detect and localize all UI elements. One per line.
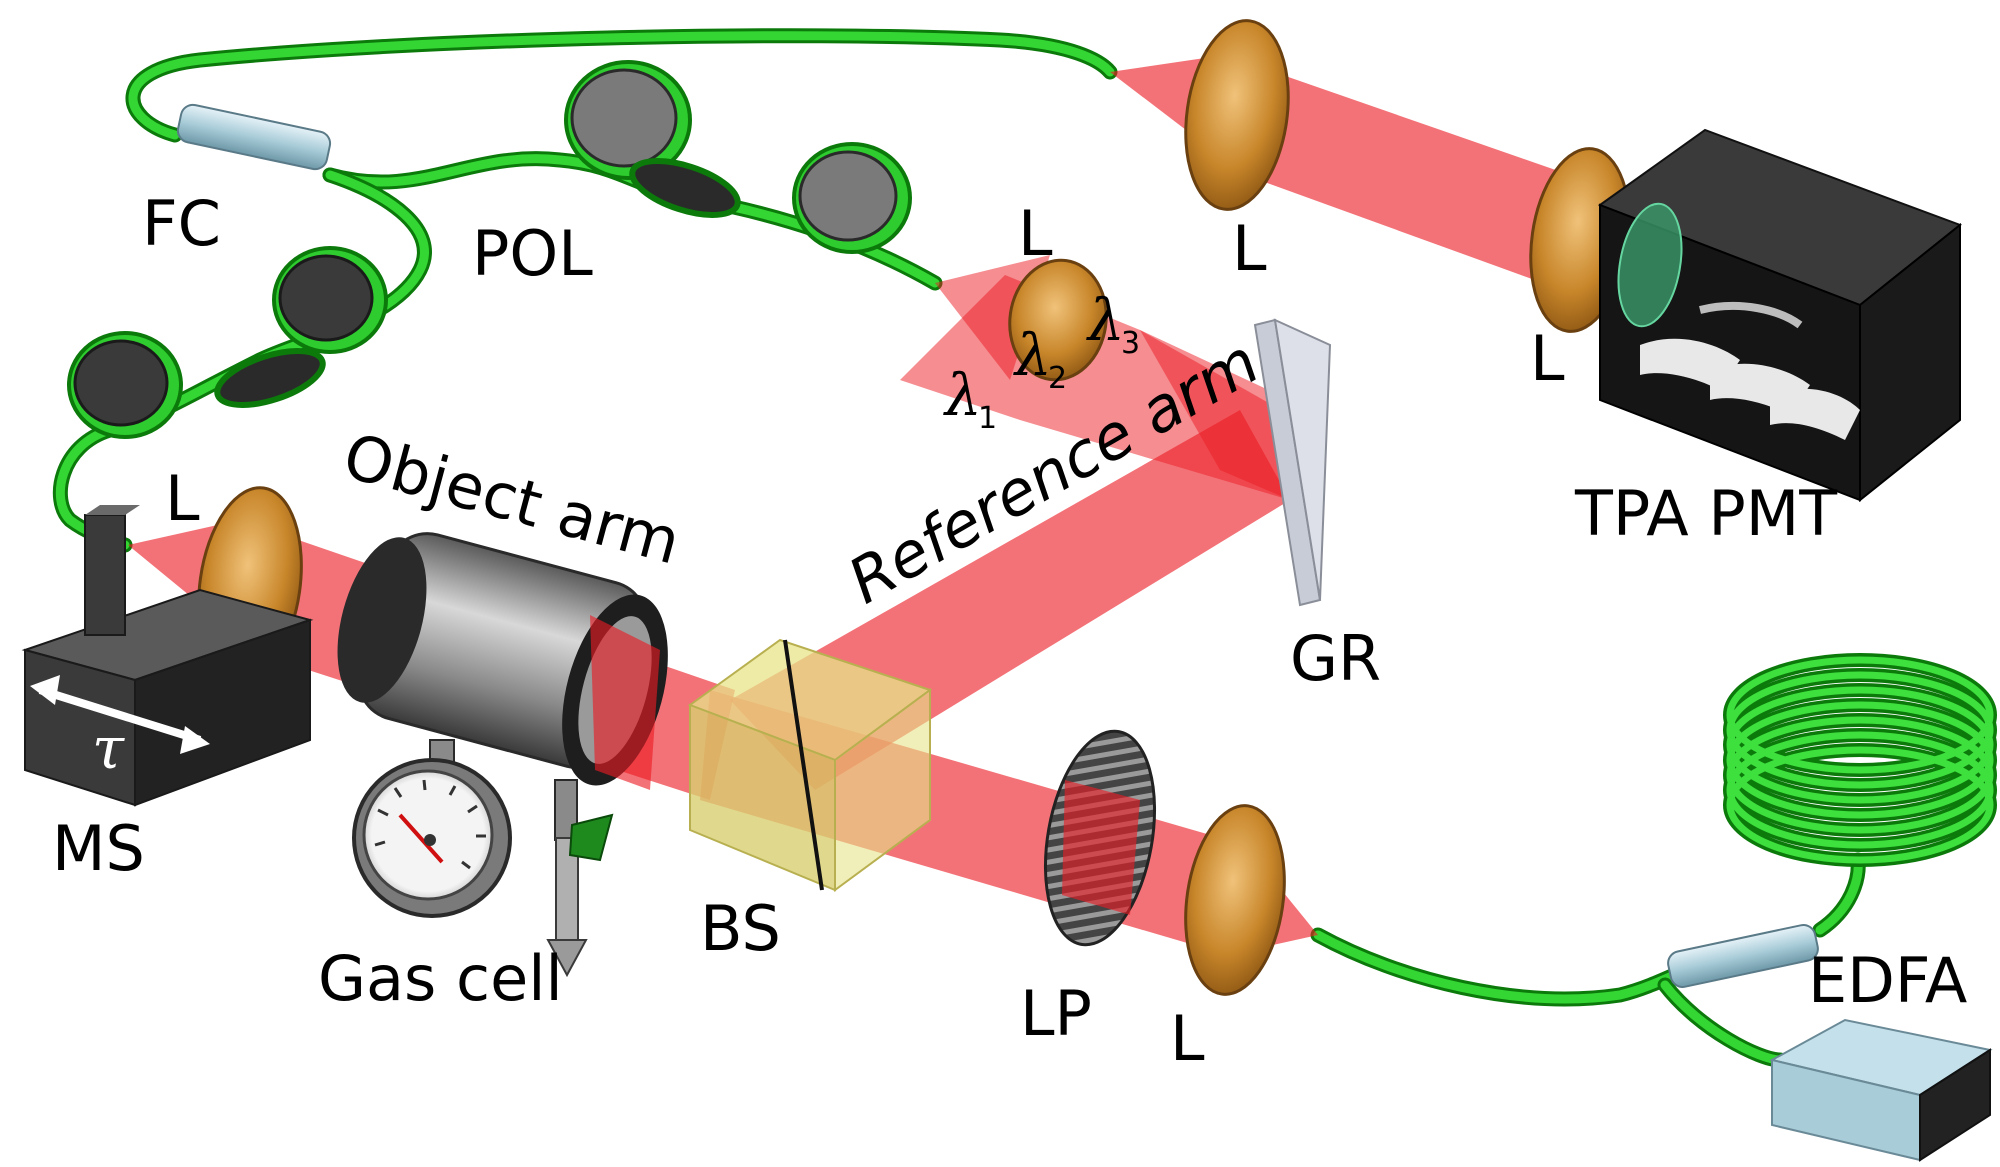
gas-cell-icon [337,532,668,841]
svg-text:λ: λ [943,361,982,429]
label-lambda-3: λ 3 [1086,286,1140,361]
fiber-coupler-icon [1667,924,1819,988]
fiber-top-loop [125,28,1118,143]
label-tpa-pmt: TPA PMT [1574,477,1838,550]
beam-to-pmt [1110,55,1590,300]
svg-text:λ: λ [1013,321,1052,389]
svg-text:1: 1 [978,401,997,436]
amplifier-box-icon [1769,1018,1993,1162]
motorized-stage-icon [21,505,314,807]
label-gr: GR [1290,622,1381,695]
grating-icon [1253,318,1332,607]
beam-splitter-icon [687,638,933,892]
photomultiplier-box-icon [1597,128,1963,503]
fiber-coupler-icon [176,103,332,171]
polarization-paddle-icon [67,60,912,439]
label-lambda-2: λ 2 [1013,321,1067,396]
polarizer-icon [1043,729,1157,947]
valve-icon [546,813,614,978]
svg-text:3: 3 [1121,326,1140,361]
label-fc: FC [142,187,221,260]
lens-icon [197,19,1631,996]
fiber-coil-icon [1723,653,1997,867]
label-lambda-1: λ 1 [943,361,997,436]
label-lens-object: L [165,462,200,535]
svg-text:2: 2 [1048,361,1067,396]
label-lens-top-center: L [1018,197,1053,270]
pressure-gauge-icon [352,758,512,918]
tau-label: τ [92,714,125,782]
label-lp: LP [1020,977,1092,1050]
label-ms: MS [52,812,145,885]
svg-text:λ: λ [1086,286,1125,354]
label-lens-pmt: L [1530,322,1565,395]
label-pol: POL [472,217,593,290]
label-lens-bottom: L [1170,1002,1205,1075]
label-lens-top-right: L [1232,212,1267,285]
label-edfa: EDFA [1808,944,1967,1017]
label-gas-cell: Gas cell [318,942,563,1015]
label-bs: BS [700,892,781,965]
